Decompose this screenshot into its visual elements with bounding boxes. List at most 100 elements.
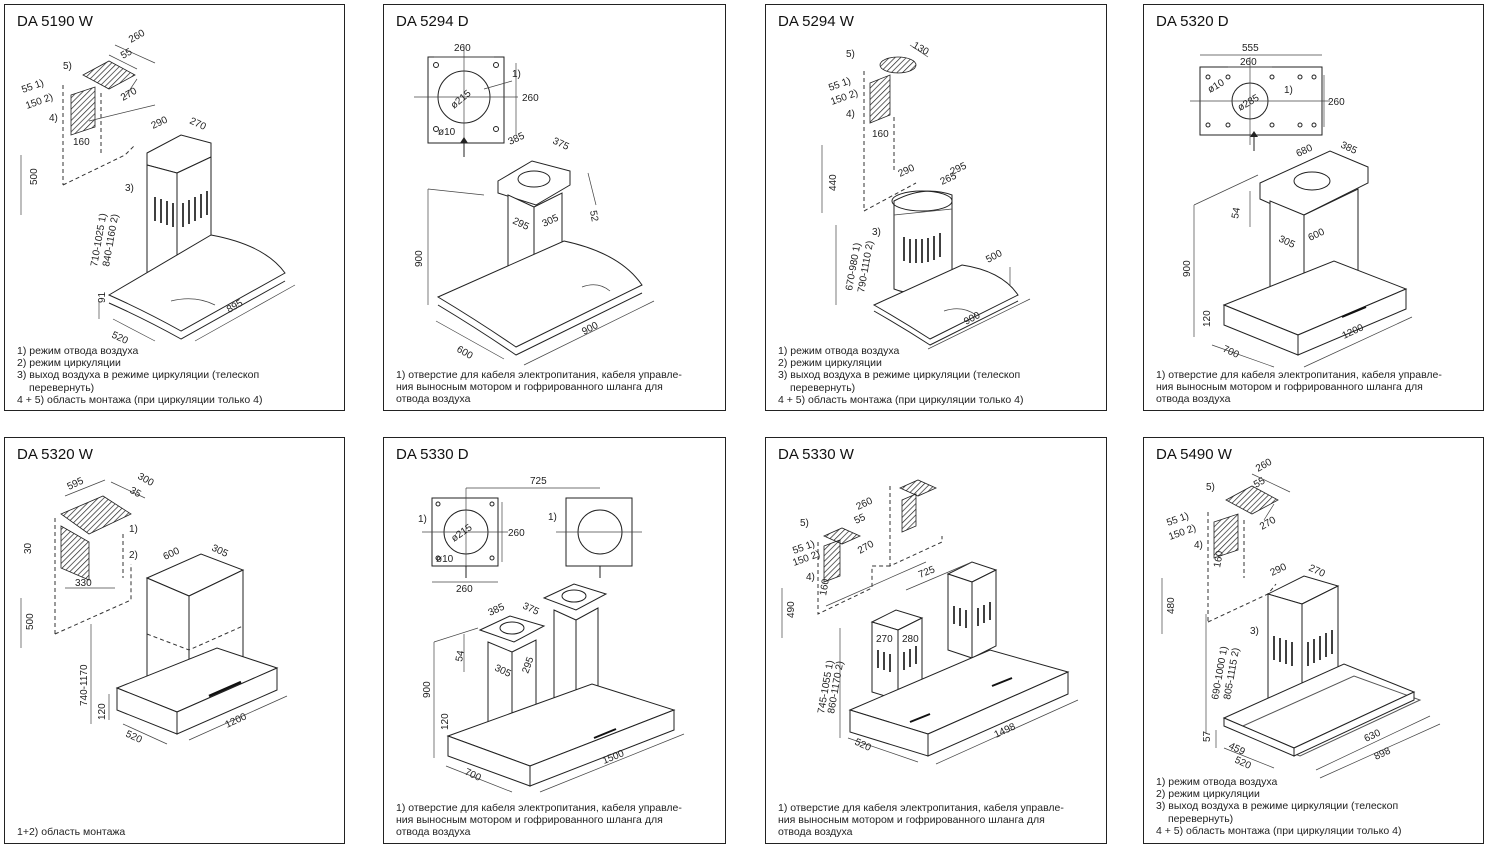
dim: 900	[422, 681, 433, 698]
footnote: отвода воздуха	[396, 826, 471, 839]
dim: 54	[454, 649, 467, 662]
panel-title: DA 5294 W	[778, 13, 854, 30]
dim: 330	[75, 578, 92, 589]
footnote: 1) отверстие для кабеля электропитания, …	[396, 369, 682, 381]
footnote: 2) режим циркуляции	[17, 357, 121, 370]
dim: 120	[1202, 310, 1213, 327]
dim: 55 1)	[20, 78, 45, 96]
dim: 700	[1221, 344, 1241, 361]
dim: 3)	[1250, 626, 1259, 637]
drawing-da5320d: 555 260 ø10 ø285 1) 260 680 385 54 305 6…	[1182, 43, 1413, 368]
dim: 290	[897, 163, 917, 180]
dim: 280	[902, 634, 919, 645]
footnote: 4 + 5) область монтажа (при циркуляции т…	[778, 393, 1024, 406]
footnote: 1) отверстие для кабеля электропитания, …	[396, 802, 682, 814]
dim: 500	[29, 168, 40, 185]
dim: 130	[911, 40, 931, 58]
dim: 4)	[806, 572, 815, 583]
dim: 260	[522, 93, 539, 104]
dim: 260	[1328, 97, 1345, 108]
footnote: 4 + 5) область монтажа (при циркуляции т…	[1156, 824, 1402, 837]
dim: 385	[487, 602, 507, 619]
dim: 54	[1230, 206, 1243, 219]
dim: 160	[818, 578, 832, 597]
dim: 500	[25, 613, 36, 630]
mount-zone-1	[60, 495, 132, 535]
footnote: перевернуть)	[1168, 812, 1234, 825]
dim: 520	[853, 737, 873, 754]
dim: 270	[1258, 515, 1278, 533]
panel-title: DA 5330 W	[778, 446, 854, 463]
dim: 120	[440, 713, 451, 730]
drawing-da5320w: 595 300 35 1) 30 2) 330 600 305 500 740-…	[20, 471, 288, 746]
mount-zone-5	[879, 56, 917, 74]
panel-da5294w: DA 5294 W 130 5) 55 1) 150 2) 4) 160 440…	[765, 4, 1107, 411]
footnote: ния выносным мотором и гофрированного шл…	[1156, 381, 1423, 394]
footnote: 2) режим циркуляции	[778, 357, 882, 370]
footnotes: 1) режим отвода воздуха 2) режим циркуля…	[778, 345, 1106, 406]
panel-da5330w: DA 5330 W 5) 260 55 270 55 1) 150 2) 4)	[765, 437, 1107, 844]
panel-title: DA 5294 D	[396, 13, 469, 30]
panel-title: DA 5330 D	[396, 446, 469, 463]
footnote: 3) выход воздуха в режиме циркуляции (те…	[1156, 800, 1399, 813]
panel-title: DA 5320 D	[1156, 13, 1229, 30]
footnotes: 1) отверстие для кабеля электропитания, …	[396, 369, 725, 406]
panel-title: DA 5190 W	[17, 13, 93, 30]
dim: 5)	[800, 518, 809, 529]
dim: 1)	[512, 69, 521, 80]
footnote: 3) выход воздуха в режиме циркуляции (те…	[17, 369, 260, 382]
drawing-da5294d: 260 1) ø215 260 ø10 385 375 52 295 305 9…	[414, 43, 655, 366]
dim: 55	[853, 512, 868, 527]
dim: 700	[463, 767, 483, 784]
dim: 260	[1254, 457, 1274, 475]
footnote: 1) режим отвода воздуха	[1156, 776, 1278, 788]
mount-zone-2	[60, 525, 90, 581]
dim: 160	[73, 137, 90, 148]
dim: 160	[1212, 550, 1226, 569]
dim: 900	[414, 250, 425, 267]
mount-zone-4	[1213, 513, 1239, 559]
footnote: отвода воздуха	[778, 826, 853, 839]
footnotes: 1) отверстие для кабеля электропитания, …	[396, 802, 725, 839]
footnote: 4 + 5) область монтажа (при циркуляции т…	[17, 393, 263, 406]
dim: 740-1170	[79, 664, 90, 706]
dim: 290	[150, 115, 170, 132]
dim: 270	[856, 539, 876, 557]
footnote: 2) режим циркуляции	[1156, 788, 1260, 801]
dim: ø10	[438, 127, 456, 138]
dim: 3)	[125, 183, 134, 194]
dim: 4)	[49, 113, 58, 124]
dim: 305	[210, 543, 230, 560]
dim: 290	[1269, 562, 1289, 579]
footnote: перевернуть)	[29, 381, 95, 394]
footnote: 3) выход воздуха в режиме циркуляции (те…	[778, 369, 1021, 382]
panel-da5330d: DA 5330 D 725 1) ø215 260 ø	[383, 437, 726, 844]
dim: 900	[1182, 260, 1193, 277]
mount-zone-4	[869, 74, 891, 124]
drawing-da5330d: 725 1) ø215 260 ø10 260 1) 385 375 54 30…	[418, 476, 685, 793]
drawing-da5330w: 5) 260 55 270 55 1) 150 2) 4) 160 490 72…	[781, 479, 1079, 765]
dim: 260	[456, 584, 473, 595]
dim: 30	[23, 542, 34, 554]
dim: 520	[1233, 755, 1253, 772]
dim: 300	[136, 471, 156, 489]
mount-zone-5	[1225, 485, 1279, 515]
panel-da5490w: DA 5490 W 260 55 5) 270 55 1) 150 2) 4) …	[1143, 437, 1484, 844]
footnote: ния выносным мотором и гофрированного шл…	[396, 381, 663, 394]
dim: 5)	[846, 49, 855, 60]
mount-zone-5b	[823, 527, 861, 545]
footnote: 1) режим отвода воздуха	[17, 345, 139, 357]
drawing-da5294w: 130 5) 55 1) 150 2) 4) 160 440 290 295 2…	[821, 40, 1031, 350]
footnote: 1+2) область монтажа	[17, 826, 126, 838]
panel-da5320d: DA 5320 D 555 260 ø10 ø285 1)	[1143, 4, 1484, 411]
dim: 500	[984, 248, 1004, 266]
drawing-da5490w: 260 55 5) 270 55 1) 150 2) 4) 160 290 27…	[1161, 457, 1441, 779]
dim: 1200	[224, 711, 249, 731]
dim: 2)	[129, 550, 138, 561]
dim: 55	[1252, 475, 1268, 490]
dim: 270	[119, 86, 139, 104]
dim: 260	[454, 43, 471, 54]
panel-da5294d: DA 5294 D 260 1) ø215 260 ø10 385 375 52	[383, 4, 726, 411]
panel-da5190w: DA 5190 W 260 55 270 55 1) 150 2) 5) 4)	[4, 4, 345, 411]
footnotes: 1) отверстие для кабеля электропитания, …	[1156, 369, 1483, 406]
